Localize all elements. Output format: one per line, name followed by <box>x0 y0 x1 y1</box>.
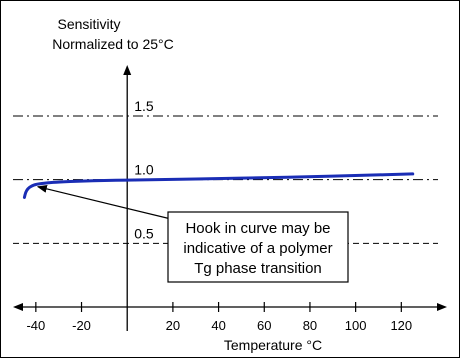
annotation-line-2: indicative of a polymer <box>183 240 332 257</box>
reference-labels: 1.5 1.0 0.5 <box>134 98 154 241</box>
reference-label-1-5: 1.5 <box>134 98 154 114</box>
reference-label-0-5: 0.5 <box>134 225 154 241</box>
x-tick-label: 20 <box>166 318 180 333</box>
x-tick-label: 40 <box>211 318 225 333</box>
annotation-line-3: Tg phase transition <box>194 260 322 277</box>
x-tick-label: 100 <box>345 318 367 333</box>
series-layer <box>22 172 415 199</box>
annotation-arrow <box>36 184 172 220</box>
y-axis-label-line-2: Normalized to 25°C <box>52 36 174 52</box>
x-tick-label: 120 <box>390 318 412 333</box>
x-tick-label: 60 <box>257 318 271 333</box>
x-tick-label: 80 <box>303 318 317 333</box>
x-axis-arrow-left <box>13 303 23 311</box>
x-axis-label: Temperature °C <box>224 337 322 353</box>
annotation-line-1: Hook in curve may be <box>185 220 330 237</box>
x-tick-label: -20 <box>72 318 91 333</box>
annotation-box <box>167 211 349 283</box>
x-tick-label: -40 <box>26 318 45 333</box>
x-axis-arrow-right <box>437 303 447 311</box>
y-axis-arrow-up <box>123 65 132 75</box>
x-ticks: -40 -20 20 40 60 80 100 120 <box>26 302 412 333</box>
sensitivity-curve <box>22 172 415 199</box>
annotation: Hook in curve may be indicative of a pol… <box>36 184 349 283</box>
y-axis-label-line-1: Sensitivity <box>57 16 120 32</box>
reference-label-1-0: 1.0 <box>134 162 154 178</box>
axis-arrows <box>13 65 447 311</box>
